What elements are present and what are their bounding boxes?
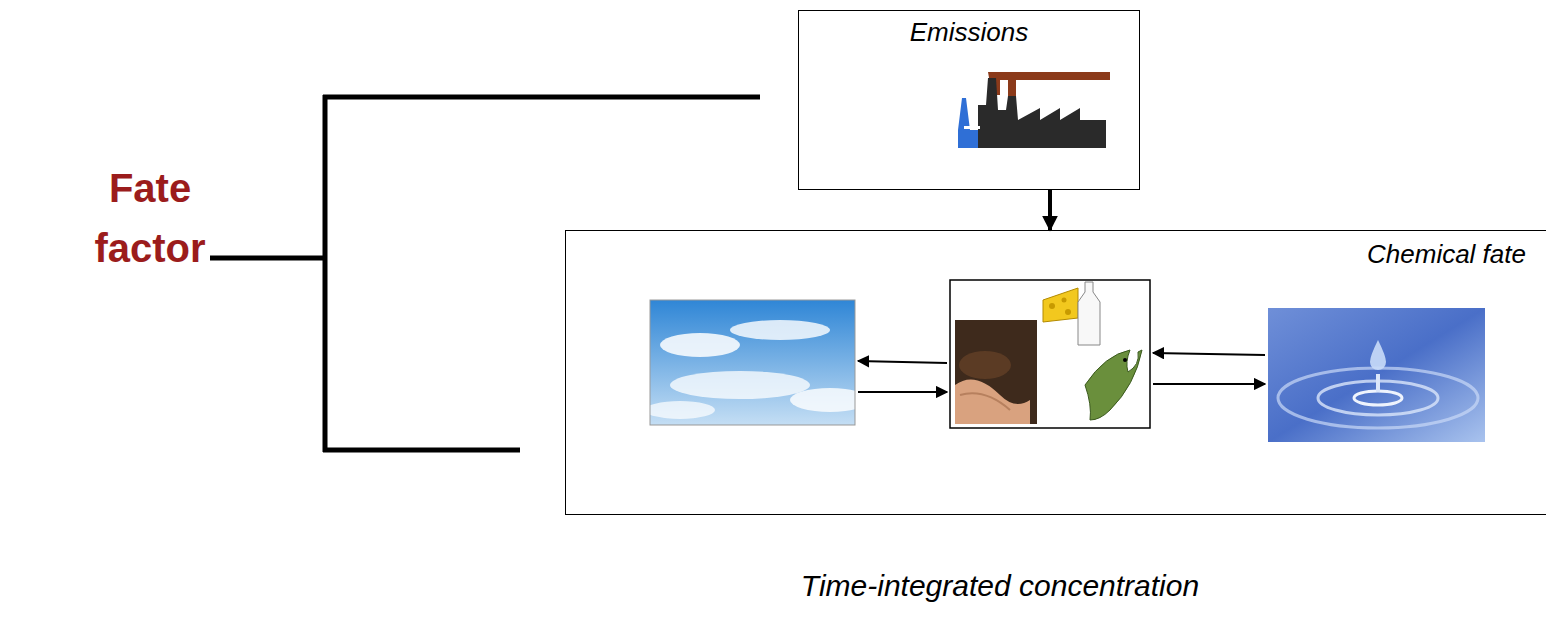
air-picture (650, 300, 855, 425)
bracket-title: Fate factor (75, 158, 225, 278)
factory-icon (958, 72, 1110, 148)
exchange-arrow (858, 353, 1265, 392)
flow-arrow (1048, 190, 1052, 230)
source-box: Emissions (798, 10, 1140, 190)
air-frame (650, 300, 855, 425)
water-picture (1268, 308, 1485, 442)
bottom-caption: Time-integrated concentration (680, 568, 1320, 604)
soil-food-picture (950, 280, 1150, 428)
compartment-box: Chemical fate (565, 230, 1546, 515)
box-title: Chemical fate (576, 239, 1526, 270)
box-title: Emissions (809, 17, 1129, 48)
